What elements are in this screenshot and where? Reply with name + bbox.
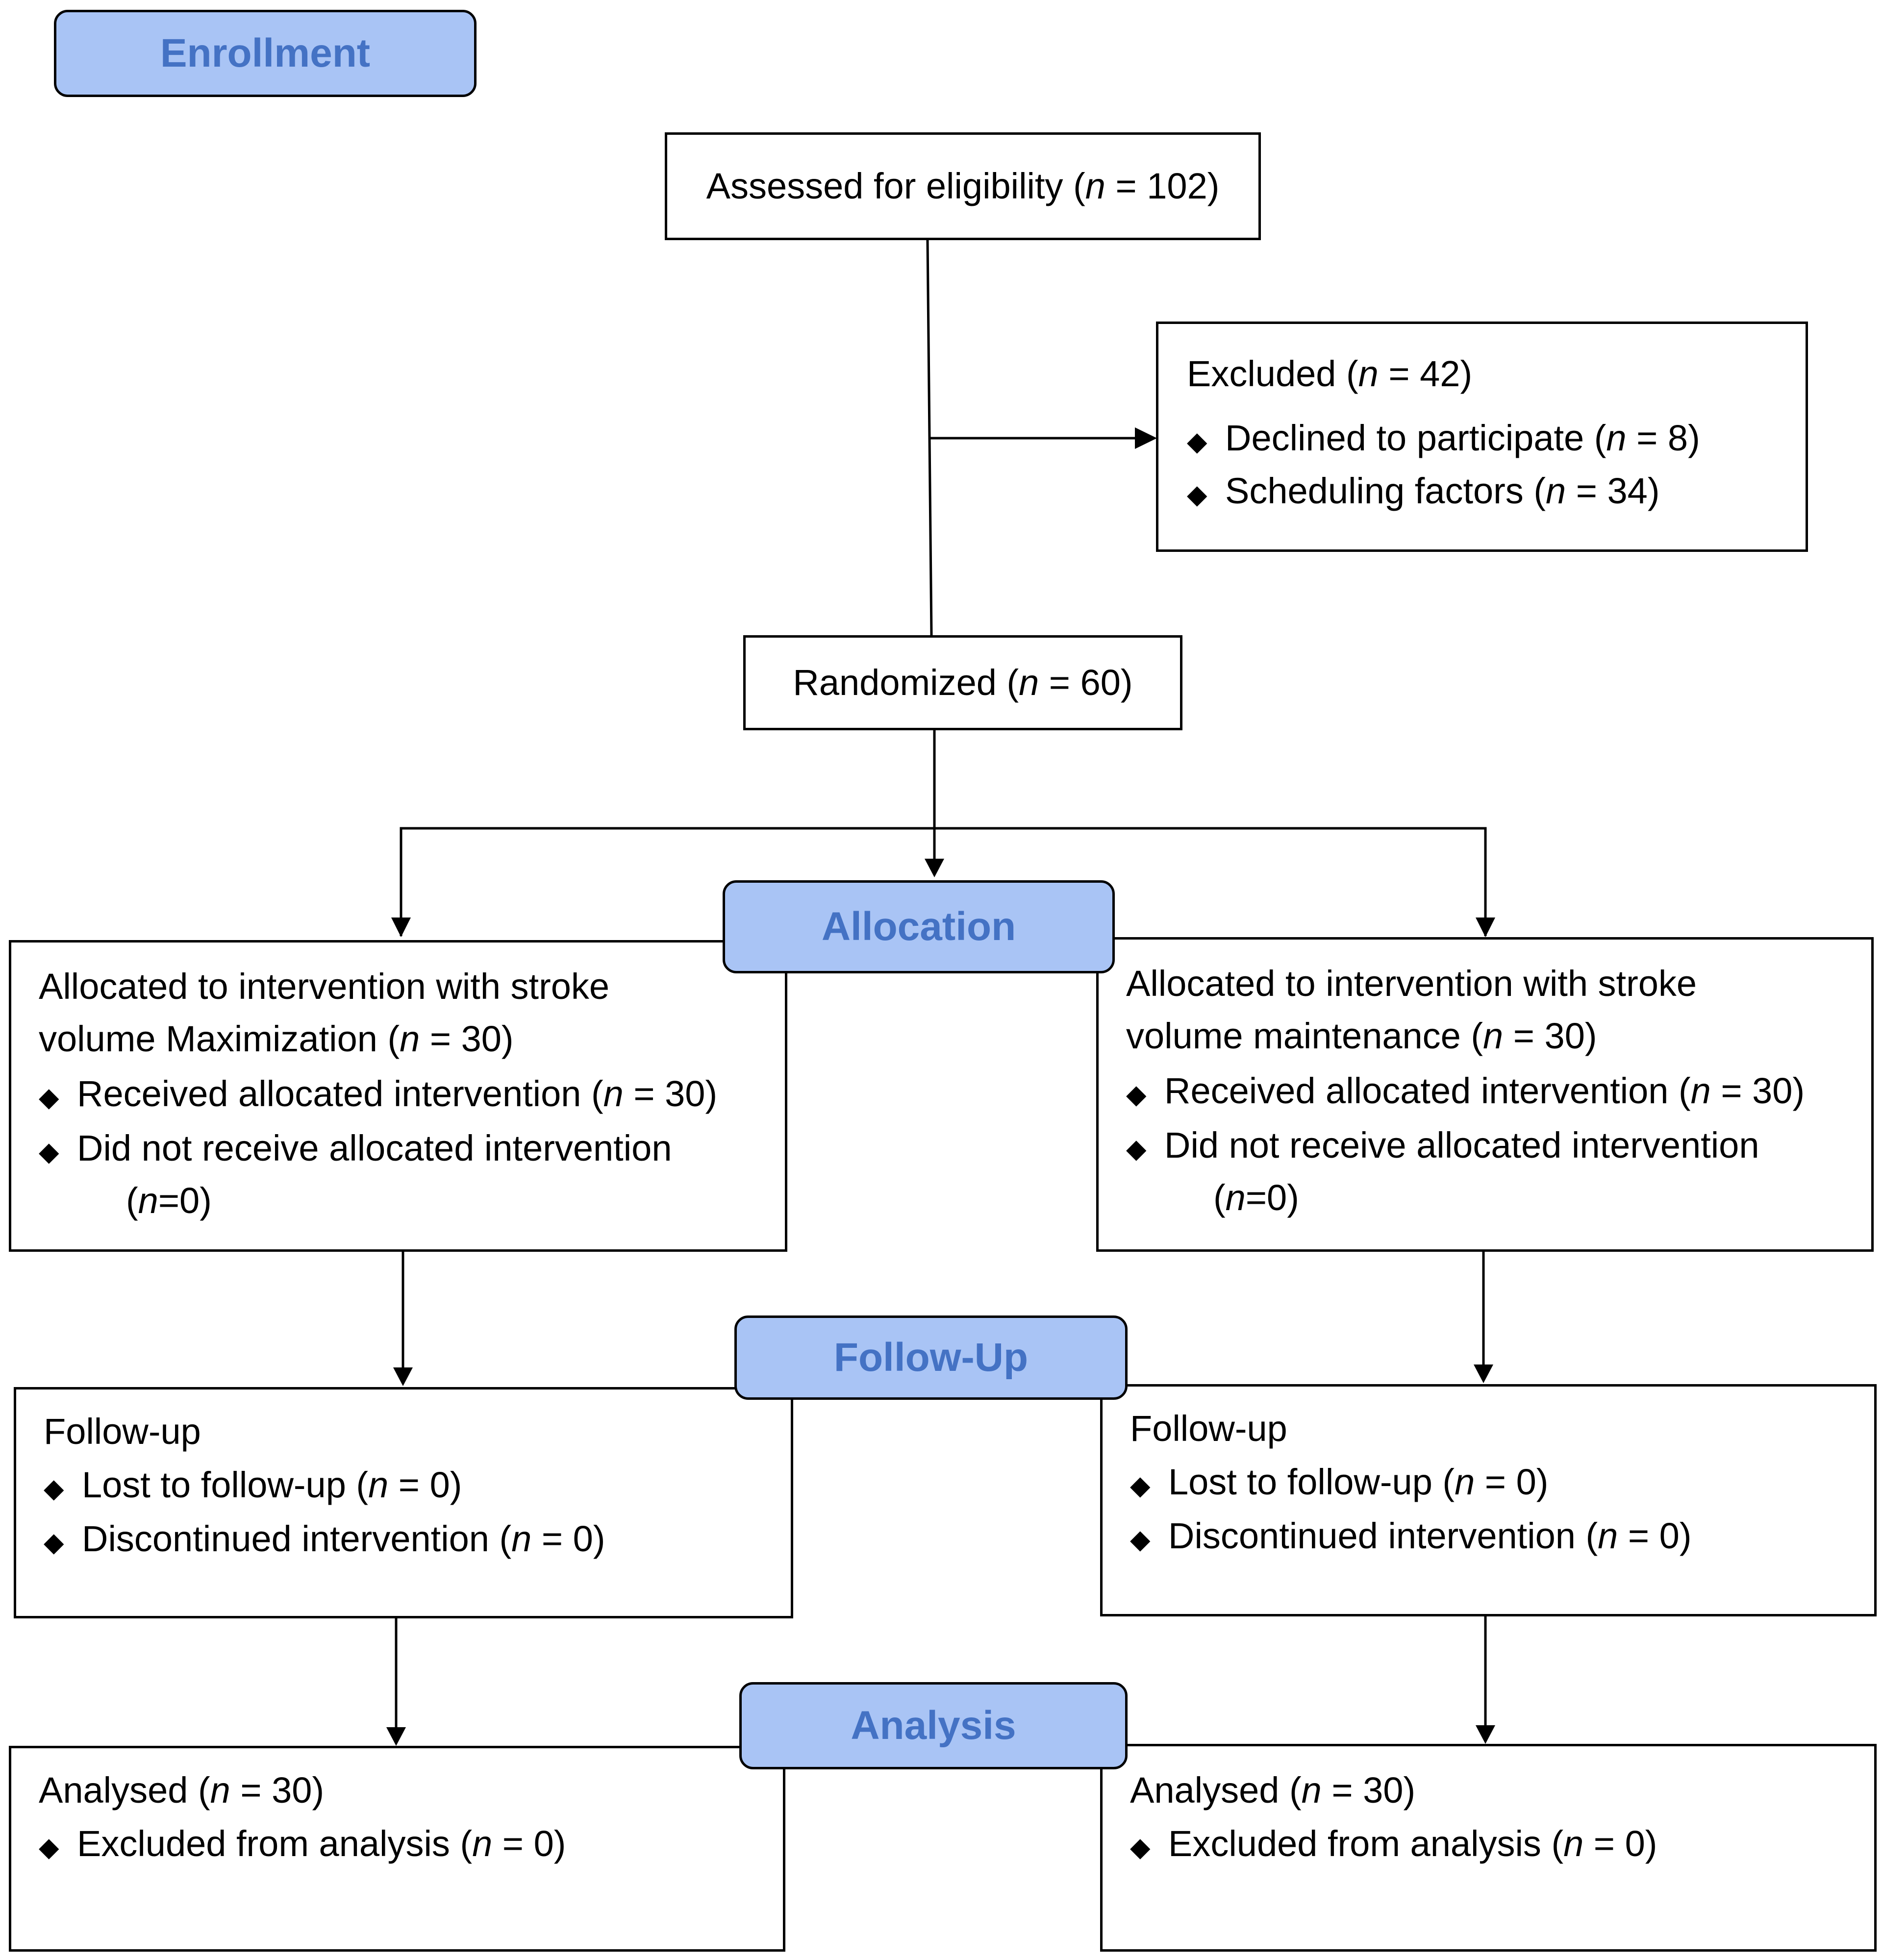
excluded-label: Excluded (n = 42)	[1187, 353, 1473, 394]
diamond-bullet-icon: ◆	[1187, 427, 1207, 457]
list-item: ◆Excluded from analysis (n = 0)	[39, 1817, 783, 1870]
diamond-bullet-icon: ◆	[1187, 479, 1207, 509]
list-item: ◆Declined to participate (n = 8)	[1187, 412, 1806, 464]
list-item: ◆Discontinued intervention (n = 0)	[44, 1513, 791, 1565]
left-followup-title: Follow-up	[44, 1411, 201, 1452]
randomized-box: Randomized (n = 60)	[743, 635, 1182, 730]
diamond-bullet-icon: ◆	[1126, 1134, 1147, 1164]
list-item-continuation: (n = 0)	[1213, 1177, 1299, 1218]
diamond-bullet-icon: ◆	[44, 1527, 64, 1557]
arrow-head-right-allocated	[1476, 918, 1495, 937]
diamond-bullet-icon: ◆	[44, 1474, 64, 1504]
arrow-head-left-analysis	[386, 1727, 406, 1746]
list-item: ◆Scheduling factors (n = 34)	[1187, 465, 1806, 517]
diamond-bullet-icon: ◆	[39, 1833, 59, 1862]
list-item: ◆Received allocated intervention (n = 30…	[1126, 1065, 1871, 1117]
list-item: ◆Lost to follow-up (n = 0)	[1130, 1456, 1874, 1508]
connector-assessed-randomized	[926, 240, 933, 636]
diamond-bullet-icon: ◆	[1130, 1471, 1151, 1501]
allocation-phase-label: Allocation	[723, 880, 1115, 973]
right-followup-title: Follow-up	[1130, 1408, 1287, 1449]
right-allocated-line2: volume maintenance (n = 30)	[1126, 1016, 1597, 1057]
right-analysis-box: Analysed (n = 30) ◆Excluded from analysi…	[1100, 1744, 1877, 1952]
list-item: ◆Discontinued intervention (n = 0)	[1130, 1510, 1874, 1562]
left-analysis-box: Analysed (n = 30) ◆Excluded from analysi…	[9, 1746, 785, 1952]
list-item: ◆Did not receive allocated intervention	[39, 1122, 785, 1174]
diamond-bullet-icon: ◆	[39, 1137, 59, 1166]
arrow-head-right-analysis	[1476, 1725, 1495, 1744]
right-allocated-box: Allocated to intervention with stroke vo…	[1096, 937, 1874, 1252]
right-allocated-line1: Allocated to intervention with stroke	[1126, 963, 1697, 1004]
list-item-continuation: (n = 0)	[126, 1180, 212, 1221]
enrollment-phase-label: Enrollment	[54, 10, 477, 97]
left-allocated-line1: Allocated to intervention with stroke	[39, 966, 610, 1007]
diamond-bullet-icon: ◆	[1130, 1524, 1151, 1554]
assessed-box: Assessed for eligibility (n = 102)	[665, 132, 1261, 240]
list-item: ◆Did not receive allocated intervention	[1126, 1119, 1871, 1171]
right-followup-box: Follow-up ◆Lost to follow-up (n = 0) ◆Di…	[1100, 1384, 1877, 1616]
analysis-text: Analysis	[851, 1703, 1016, 1748]
analysis-phase-label: Analysis	[739, 1682, 1128, 1769]
left-analysed-label: Analysed (n = 30)	[39, 1770, 325, 1811]
arrow-head-allocation	[925, 859, 944, 877]
followup-phase-label: Follow-Up	[734, 1315, 1128, 1400]
left-allocated-box: Allocated to intervention with stroke vo…	[9, 940, 787, 1252]
right-analysed-label: Analysed (n = 30)	[1130, 1770, 1416, 1811]
diamond-bullet-icon: ◆	[39, 1082, 59, 1112]
arrow-head-left-allocated	[391, 918, 411, 937]
allocation-text: Allocation	[821, 904, 1016, 949]
followup-text: Follow-Up	[833, 1335, 1029, 1380]
left-allocated-line2: volume Maximization (n = 30)	[39, 1018, 514, 1060]
list-item: ◆Lost to follow-up (n = 0)	[44, 1459, 791, 1511]
diamond-bullet-icon: ◆	[1126, 1079, 1147, 1109]
connector-split	[400, 827, 1487, 936]
randomized-label: Randomized (n = 60)	[793, 662, 1133, 703]
excluded-box: Excluded (n = 42) ◆Declined to participa…	[1156, 322, 1808, 552]
left-followup-box: Follow-up ◆Lost to follow-up (n = 0) ◆Di…	[14, 1387, 793, 1618]
assessed-label: Assessed for eligibility (n = 102)	[706, 166, 1220, 207]
list-item: ◆Received allocated intervention (n = 30…	[39, 1067, 785, 1120]
diamond-bullet-icon: ◆	[1130, 1833, 1151, 1862]
list-item: ◆Excluded from analysis (n = 0)	[1130, 1817, 1874, 1870]
arrow-head-right-followup	[1474, 1365, 1493, 1383]
arrow-head-left-followup	[393, 1367, 413, 1386]
arrow-head-excluded	[1135, 427, 1157, 449]
enrollment-text: Enrollment	[160, 31, 371, 75]
